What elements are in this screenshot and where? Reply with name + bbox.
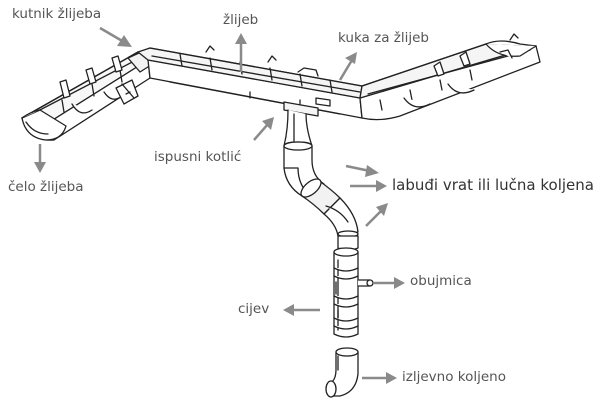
label-gutter-corner: kutnik žlijeba [12, 6, 102, 22]
gutter-outlet [283, 101, 319, 147]
arrow-outlet [253, 117, 274, 141]
arrow-swan-neck-1 [345, 164, 379, 177]
arrow-pipe [283, 304, 320, 316]
arrow-swan-neck-2 [350, 180, 387, 192]
arrow-clamp [374, 277, 405, 289]
center-gutter [137, 45, 363, 119]
arrow-hook [338, 52, 357, 81]
right-gutter [359, 33, 541, 121]
arrow-gutter [235, 33, 247, 72]
label-gutter-hook: kuka za žlijeb [338, 30, 429, 46]
downpipe [333, 247, 359, 338]
arrow-corner [99, 26, 132, 47]
label-outlet-elbow: izljevno koljeno [402, 369, 506, 385]
label-swan-neck: labuđi vrat ili lučna koljena [392, 176, 594, 194]
label-pipe: cijev [238, 301, 270, 317]
gutter-end-cap [21, 109, 67, 141]
label-arrows [34, 26, 405, 384]
label-end-cap: čelo žlijeba [8, 179, 84, 195]
arrow-outlet-elbow [362, 372, 397, 384]
arrow-end-cap [34, 144, 46, 173]
label-outlet: ispusni kotlić [154, 149, 242, 165]
pipe-clamp [357, 279, 374, 287]
outlet-elbow [325, 347, 359, 398]
label-gutter: žlijeb [223, 12, 259, 28]
label-clamp: obujmica [410, 273, 472, 289]
arrow-swan-neck-3 [365, 203, 388, 227]
swan-neck-elbows [300, 178, 359, 251]
left-gutter [21, 51, 151, 141]
